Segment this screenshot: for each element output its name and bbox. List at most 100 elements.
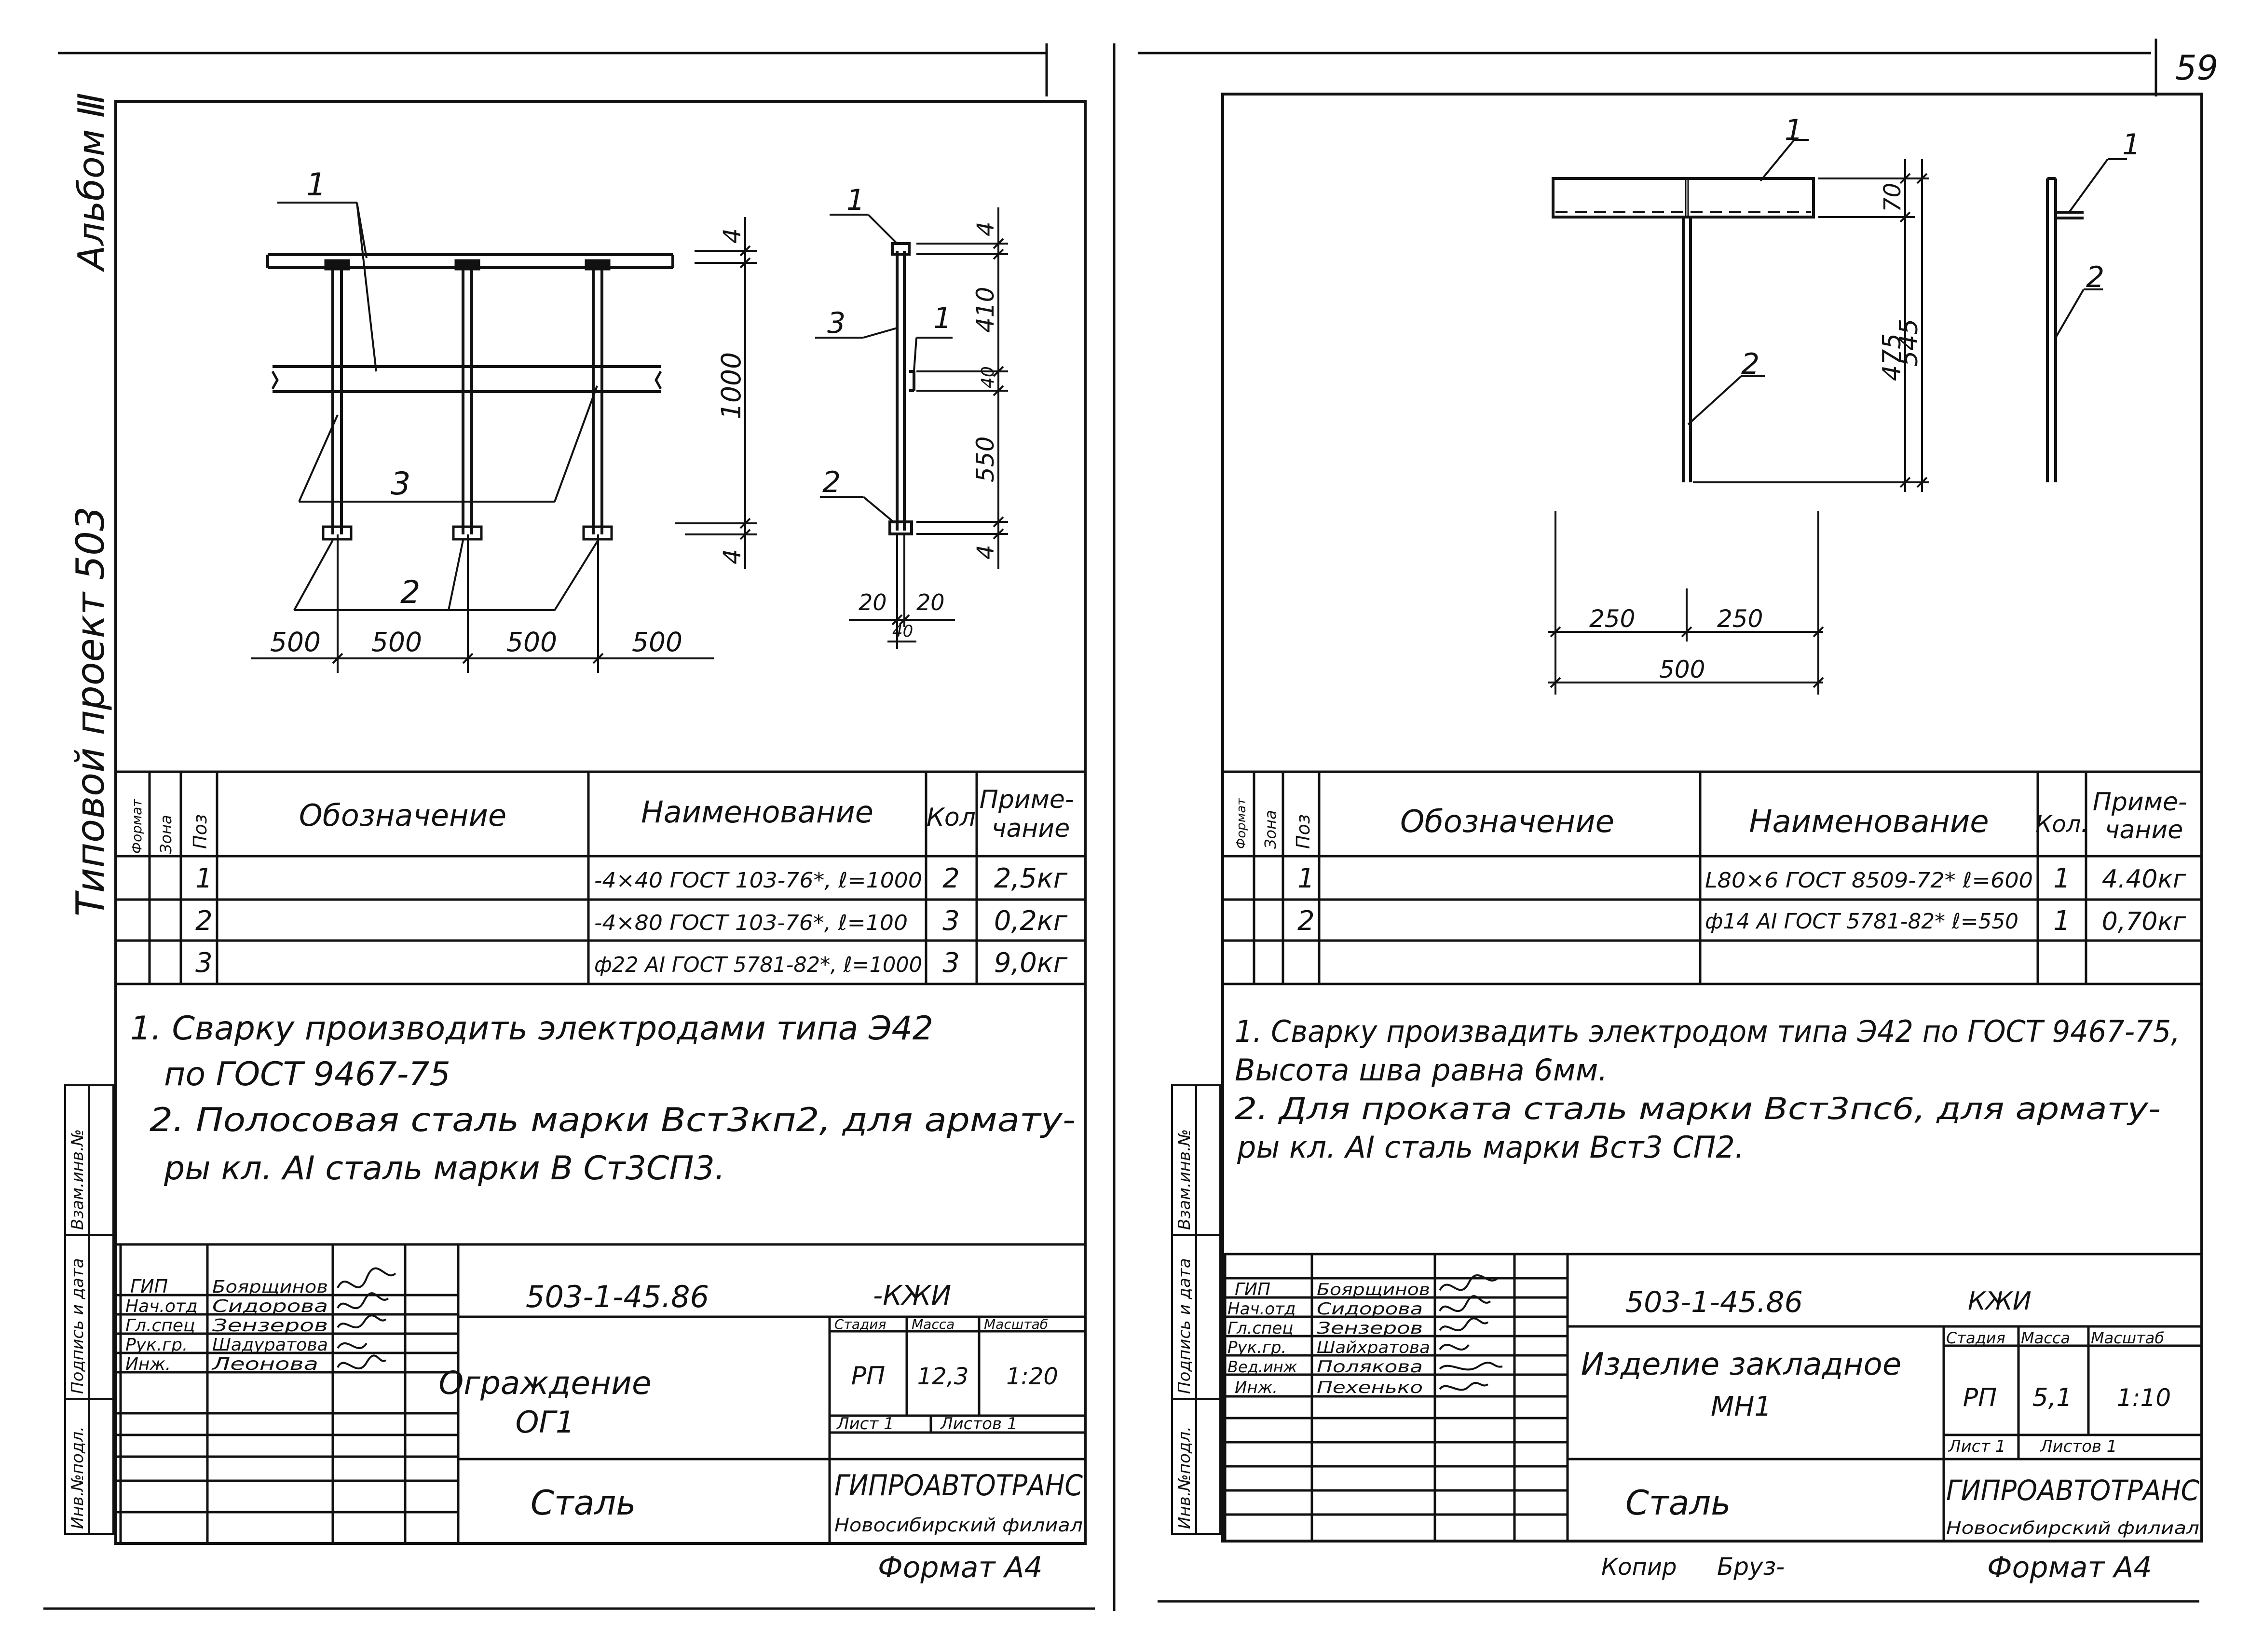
section-dim-550: 550 [971,437,999,482]
tb1-role-2: Гл.спец [125,1316,195,1336]
tb1-sheets: Листов 1 [940,1414,1017,1434]
tb1-name-4: Леонова [211,1354,318,1374]
notes-2: 1. Сварку произвадить электродом типа Э4… [1235,1014,2180,1165]
dim-4-top: 4 [718,228,746,244]
tb1-title-line1: Ограждение [438,1365,651,1402]
spec2-hdr-note-line2: чание [2105,816,2183,845]
page-frame [43,39,2199,1611]
spec2-row1-name: L80×6 ГОСТ 8509-72* ℓ=600 [1705,868,2033,893]
spec2-row2-pos: 2 [1297,905,1315,937]
tb2-name-2: Зензеров [1317,1319,1423,1338]
tb2-scale: 1:10 [2117,1384,2171,1412]
sheet-1: 1 3 2 500 500 500 500 [114,100,1087,1584]
tb2-role-4: Вед.инж [1227,1358,1297,1376]
spec1-row3-name: ф22 АI ГОСТ 5781-82*, ℓ=1000 [594,953,922,977]
tb1-name-2: Зензеров [212,1316,328,1336]
spec1-hdr-name: Наименование [641,794,873,830]
tb1-name-3: Шадуратова [212,1335,328,1355]
spec-table-2: Формат Зона Поз Обозначение Наименование… [1223,770,2202,985]
title-block-1: ГИП Нач.отд Гл.спец Рук.гр. Инж. Боярщин… [116,1243,1085,1543]
dim-500-a: 500 [270,627,321,657]
spec1-row1-qty: 2 [942,863,960,894]
spec2-hdr-note: Приме- чание [2093,788,2195,845]
tb1-material: Сталь [531,1483,636,1523]
section-dim-40b: 40 [892,622,913,641]
tb1-title-line2: ОГ1 [516,1405,575,1440]
sheet-2: 1 2 70 475 545 250 250 500 [1221,93,2203,1584]
spec1-hdr-note: Приме- чание [980,785,1082,843]
tb1-stage: РП [851,1362,885,1391]
spec2-hdr-designation: Обозначение [1400,804,1614,840]
spec2-hdr-format: Формат [1234,798,1249,849]
tb1-scale-hdr: Масштаб [984,1316,1048,1332]
stamp-podpis-2: Подпись и дата [1175,1258,1194,1394]
spec1-row3-note: 9,0кг [994,947,1068,979]
section-dim-4b: 4 [972,545,999,560]
part-dim-250a: 250 [1589,605,1635,633]
tb1-stage-hdr: Стадия [834,1316,886,1332]
label-pos-1: 1 [306,167,326,203]
part-dim-545: 545 [1895,319,1923,367]
spec2-hdr-name: Наименование [1749,804,1989,840]
right-margin-stamp: Инв.№подл. Подпись и дата Взам.инв.№ [1171,1084,1221,1535]
side-label-1: 1 [2122,128,2141,162]
tb1-name-1: Сидорова [212,1297,328,1316]
spec1-row3-pos: 3 [195,947,213,979]
tb2-stage: РП [1963,1383,1997,1412]
tb2-name-0: Боярщинов [1317,1280,1430,1299]
section-dim-20b: 20 [916,589,945,615]
spec-table-1: Формат Зона Поз Обозначение Наименование… [116,770,1085,985]
embedded-part-side-view: 1 2 [2046,128,2141,482]
tb2-role-0: ГИП [1235,1280,1270,1299]
part-label-2: 2 [1741,347,1759,381]
note1-line2: по ГОСТ 9467-75 [164,1055,450,1093]
dim-500-d: 500 [632,627,682,657]
tb1-scale: 1:20 [1006,1363,1058,1390]
tb2-role-3: Рук.гр. [1227,1338,1286,1357]
part-label-1: 1 [1785,113,1803,147]
page-number: 59 [2175,48,2218,88]
tb2-title-line1: Изделие закладное [1581,1347,1901,1382]
copy-label: Копир [1601,1554,1677,1581]
left-margin-stamp: Инв.№подл. Подпись и дата Взам.инв.№ [64,1084,114,1535]
tb2-name-5: Пехенько [1317,1378,1423,1397]
spec2-row1-note: 4.40кг [2102,865,2186,894]
spec1-hdr-zone: Зона [157,815,175,854]
section-label-1b: 1 [933,301,952,335]
sheet-2-frame [1221,93,2203,1543]
dim-500-c: 500 [506,627,557,657]
copy-signature: Бруз- [1717,1553,1785,1581]
spec1-hdr-designation: Обозначение [299,798,506,833]
tb2-role-5: Инж. [1235,1378,1278,1397]
railing-front-view: 1 3 2 500 500 500 500 [251,167,757,673]
tb1-code: 503-1-45.86 [526,1279,709,1314]
part-dim-500: 500 [1659,655,1705,683]
spec2-hdr-zone: Зона [1261,810,1280,849]
tb1-role-3: Рук.гр. [125,1335,188,1355]
tb2-role-2: Гл.спец [1227,1319,1293,1338]
spec1-hdr-note-line1: Приме- [980,785,1074,814]
tb1-role-1: Нач.отд [125,1297,198,1316]
stamp-inv-podl-2: Инв.№подл. [1175,1426,1194,1529]
tb1-role-0: ГИП [130,1276,168,1297]
side-label-2: 2 [2086,260,2104,294]
tb2-name-1: Сидорова [1317,1299,1423,1319]
tb1-mass: 12,3 [917,1363,969,1390]
spec1-row2-pos: 2 [195,905,213,937]
spec2-hdr-note-line1: Приме- [2093,788,2187,817]
spec1-row2-note: 0,2кг [994,905,1068,937]
tb2-signatures [1439,1274,1503,1391]
tb1-role-4: Инж. [125,1354,171,1374]
tb2-name-3: Шайхратова [1317,1338,1430,1357]
tb2-title-line2: МН1 [1711,1391,1772,1422]
project-label: Типовой проект 503 [68,506,113,916]
album-label: Альбом Ⅲ [70,93,112,272]
spec1-hdr-note-line2: чание [992,814,1070,843]
note2-line1: 1. Сварку произвадить электродом типа Э4… [1235,1014,2180,1049]
tb2-stage-hdr: Стадия [1946,1329,2005,1347]
sheet-1-frame [114,100,1087,1545]
spec1-row1-name: -4×40 ГОСТ 103-76*, ℓ=1000 [594,868,922,893]
railing-section-view: 1 3 1 2 4 410 40 550 4 20 20 40 [815,183,1008,649]
tb1-name-0: Боярщинов [212,1277,328,1297]
tb2-mass: 5,1 [2032,1383,2073,1412]
